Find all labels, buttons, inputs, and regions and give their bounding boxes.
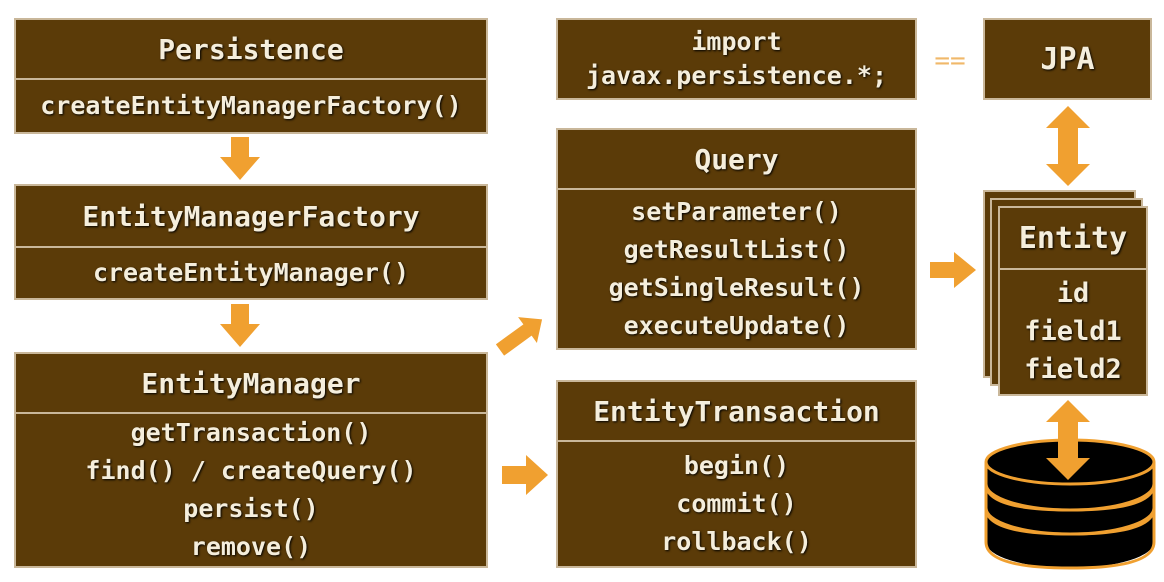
persistence-methods: createEntityManagerFactory() bbox=[16, 80, 486, 132]
equals-sign: == bbox=[934, 46, 966, 76]
import-line-2: javax.persistence.*; bbox=[585, 61, 888, 90]
emf-box: EntityManagerFactory createEntityManager… bbox=[14, 184, 488, 300]
method-begin: begin() bbox=[683, 451, 790, 480]
entity-box: Entity id field1 field2 bbox=[998, 206, 1148, 396]
method-execute-update: executeUpdate() bbox=[623, 311, 850, 340]
em-methods: getTransaction() find() / createQuery() … bbox=[16, 414, 486, 566]
transaction-methods: begin() commit() rollback() bbox=[558, 442, 915, 566]
jpa-box: JPA bbox=[983, 18, 1152, 100]
query-methods: setParameter() getResultList() getSingle… bbox=[558, 190, 915, 348]
transaction-title: EntityTransaction bbox=[558, 382, 915, 442]
import-line-1: import bbox=[691, 27, 782, 56]
query-box: Query setParameter() getResultList() get… bbox=[556, 128, 917, 350]
emf-methods: createEntityManager() bbox=[16, 248, 486, 298]
em-title: EntityManager bbox=[16, 354, 486, 414]
method-persist: persist() bbox=[183, 494, 319, 523]
database-icon bbox=[984, 438, 1156, 572]
em-box: EntityManager getTransaction() find() / … bbox=[14, 352, 488, 568]
method-create-entity-manager-factory: createEntityManagerFactory() bbox=[40, 91, 462, 120]
method-set-parameter: setParameter() bbox=[631, 197, 842, 226]
jpa-title: JPA bbox=[1040, 41, 1095, 77]
field-id: id bbox=[1056, 278, 1090, 309]
arrow-em-to-query bbox=[496, 312, 548, 356]
emf-title: EntityManagerFactory bbox=[16, 186, 486, 248]
arrow-down-persistence-to-emf bbox=[220, 137, 260, 181]
query-title: Query bbox=[558, 130, 915, 190]
arrow-down-emf-to-em bbox=[220, 304, 260, 348]
entity-title: Entity bbox=[1000, 208, 1146, 270]
arrow-em-to-transaction bbox=[502, 455, 548, 495]
method-remove: remove() bbox=[190, 532, 312, 561]
method-create-entity-manager: createEntityManager() bbox=[92, 258, 410, 287]
arrow-jpa-entity-bidirectional bbox=[1046, 106, 1090, 186]
field-2: field2 bbox=[1024, 354, 1122, 385]
arrow-entity-db-bidirectional bbox=[1046, 400, 1090, 480]
method-rollback: rollback() bbox=[661, 527, 812, 556]
method-get-transaction: getTransaction() bbox=[130, 418, 372, 447]
arrow-query-to-entity bbox=[930, 252, 976, 288]
transaction-box: EntityTransaction begin() commit() rollb… bbox=[556, 380, 917, 568]
entity-fields: id field1 field2 bbox=[1000, 270, 1146, 394]
persistence-title: Persistence bbox=[16, 20, 486, 80]
field-1: field1 bbox=[1024, 316, 1122, 347]
method-get-single-result: getSingleResult() bbox=[608, 273, 865, 302]
method-find-create-query: find() / createQuery() bbox=[85, 456, 417, 485]
persistence-box: Persistence createEntityManagerFactory() bbox=[14, 18, 488, 134]
method-get-result-list: getResultList() bbox=[623, 235, 850, 264]
method-commit: commit() bbox=[676, 489, 797, 518]
import-box: import javax.persistence.*; bbox=[556, 18, 917, 100]
